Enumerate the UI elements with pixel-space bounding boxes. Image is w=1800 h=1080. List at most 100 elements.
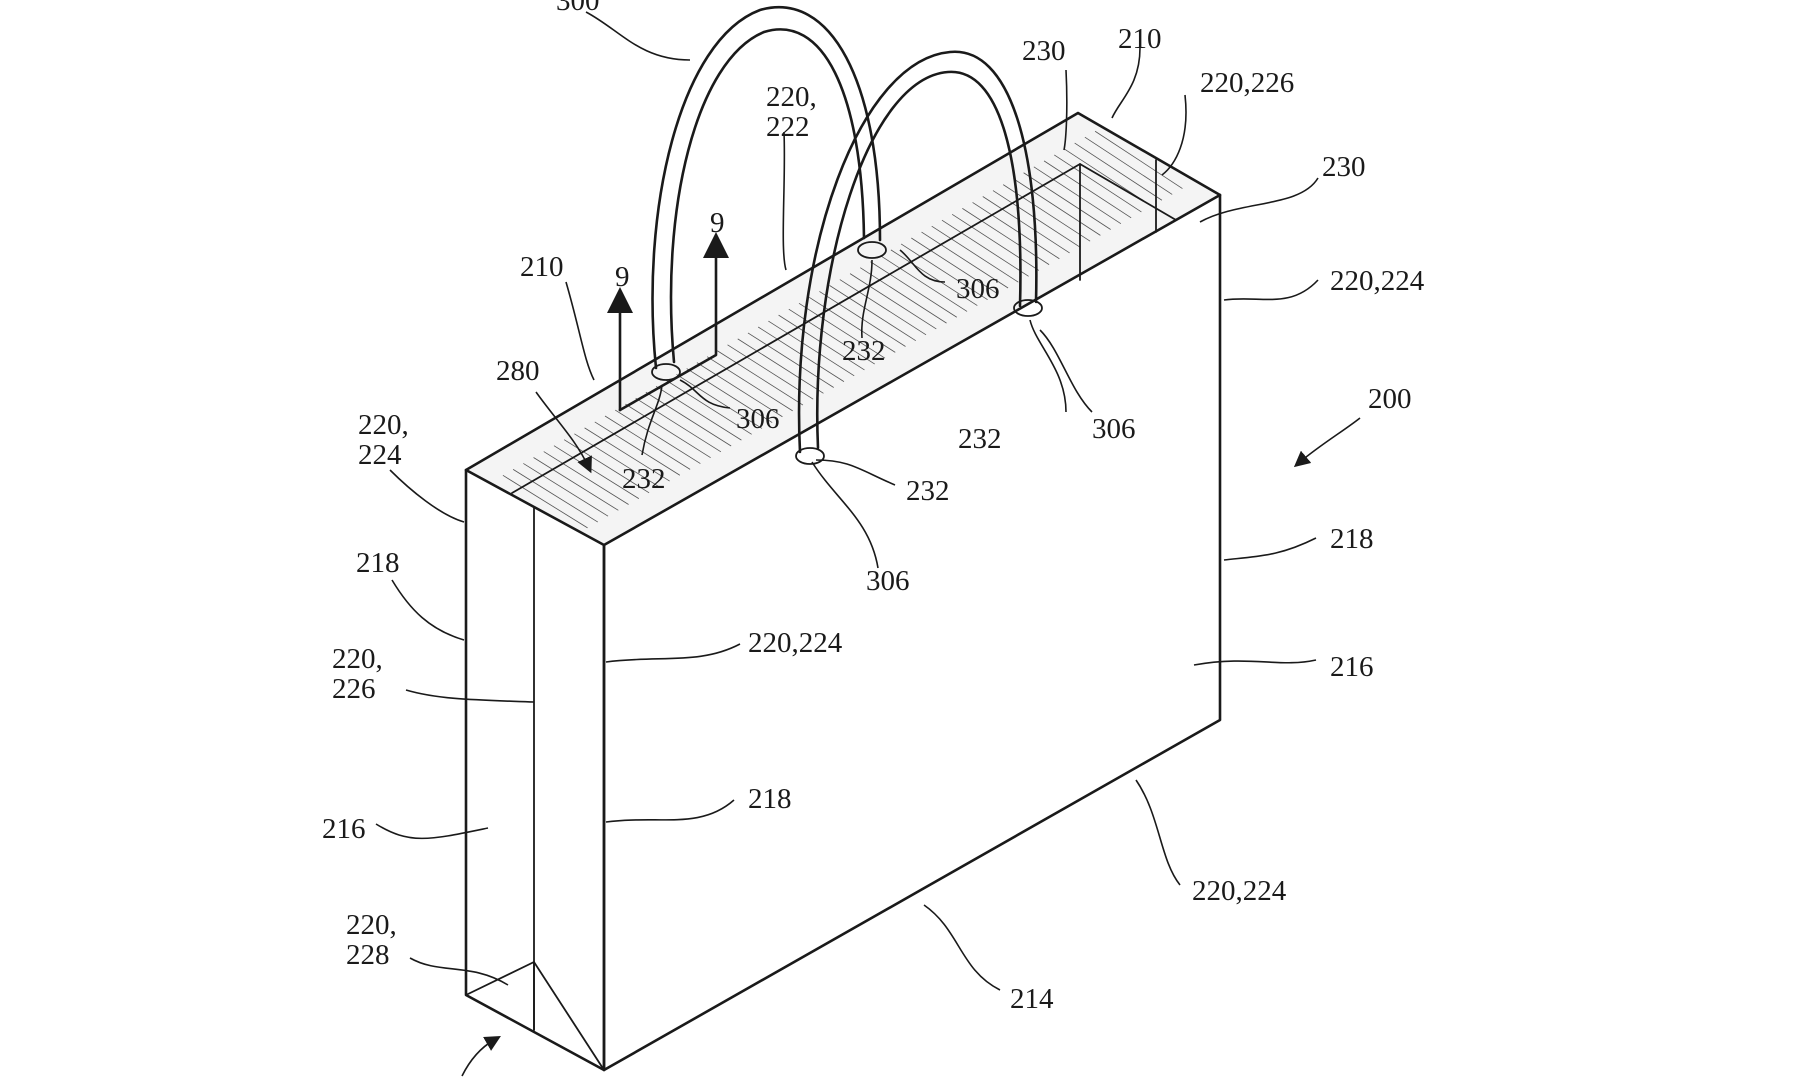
rear-top-edge xyxy=(464,111,1222,472)
rim-hatch-line xyxy=(1074,142,1163,201)
label-306-mid: 306 xyxy=(956,273,1000,305)
bag-body xyxy=(464,111,1222,1072)
reference-labels: 300 230 210 220,226 230 220,224 200 210 … xyxy=(322,0,1425,1015)
rim-hatch-line xyxy=(604,415,691,470)
rim-hatch-line xyxy=(717,350,804,406)
front-handle-inner xyxy=(816,70,1022,450)
rim-hatch-line xyxy=(625,403,711,459)
rim-hatch-line xyxy=(502,474,588,529)
label-232-front: 232 xyxy=(906,475,950,507)
left-side-panel xyxy=(464,468,606,1072)
label-232-right: 232 xyxy=(958,423,1002,455)
rim-hatch-line xyxy=(594,421,681,476)
rim-hatch-line xyxy=(645,391,732,447)
label-214-bottom: 214 xyxy=(1010,983,1054,1015)
label-306-front: 306 xyxy=(866,565,910,597)
rim-hatch-line xyxy=(870,261,958,318)
front-handle-outer xyxy=(797,50,1038,454)
rim-hatch-line xyxy=(921,231,1009,289)
rim-hatch-line xyxy=(829,285,916,342)
label-220-224-bottom: 220,224 xyxy=(1192,875,1287,907)
rim-hatch-line xyxy=(798,302,886,359)
grommet-left-rear xyxy=(651,363,681,381)
rim-hatch-line xyxy=(574,433,660,488)
label-218-front: 218 xyxy=(748,783,792,815)
label-220-224-left: 220,224 xyxy=(358,409,409,471)
rim-hatch-line xyxy=(849,273,937,330)
label-218-left: 218 xyxy=(356,547,400,579)
rim-hatch-line xyxy=(880,255,968,312)
rim-hatch-line xyxy=(1084,136,1173,195)
label-300: 300 xyxy=(556,0,600,17)
rim-hatch-line xyxy=(982,196,1070,254)
label-9-left: 9 xyxy=(615,261,630,293)
rim-hatch-line xyxy=(1013,178,1101,236)
rim-hatch-line xyxy=(553,445,640,499)
label-220-228: 220,228 xyxy=(346,909,397,971)
grommet-right-front xyxy=(1013,299,1043,317)
grommet-left-front xyxy=(795,447,825,465)
top-rim-band xyxy=(466,113,1220,545)
rim-hatch-line xyxy=(931,225,1019,283)
rim-hatch-line xyxy=(666,380,752,435)
rim-hatch-line xyxy=(706,356,793,412)
label-220-222: 220,222 xyxy=(766,81,817,143)
rim-hatch-line xyxy=(972,202,1060,260)
bottom-gusset-fold xyxy=(465,960,605,1071)
rim-hatch-line xyxy=(788,308,875,365)
rim-hatch-line xyxy=(890,249,978,306)
rim-hatch-line xyxy=(911,237,999,295)
rim-hatch-line xyxy=(655,385,742,441)
label-220-226-top: 220,226 xyxy=(1200,67,1294,99)
rim-hatch-line xyxy=(533,457,619,511)
rim-hatch-line xyxy=(543,451,629,505)
label-220-224-front: 220,224 xyxy=(748,627,843,659)
rim-hatch-line xyxy=(992,190,1081,248)
label-218-right: 218 xyxy=(1330,523,1374,555)
rim-hatch-line xyxy=(1054,154,1142,213)
label-220-224-right: 220,224 xyxy=(1330,265,1425,297)
label-232-mid: 232 xyxy=(842,335,886,367)
rim-hatch-line xyxy=(747,332,834,388)
label-306-right: 306 xyxy=(1092,413,1136,445)
label-210-left: 210 xyxy=(520,251,564,283)
rim-hatch-line xyxy=(951,213,1040,271)
rear-handle-outer xyxy=(651,5,882,370)
rim-hatch-line xyxy=(523,463,609,517)
rim-hatch-line xyxy=(1023,172,1111,230)
rim-hatch-line xyxy=(512,469,599,523)
rim-hatch-line xyxy=(737,338,824,394)
grommet-right-rear xyxy=(857,241,887,259)
label-230-right: 230 xyxy=(1322,151,1366,183)
rim-hatch-line xyxy=(962,208,1050,265)
rim-hatch-line xyxy=(1043,160,1132,219)
rim-hatch-line xyxy=(584,427,670,482)
rim-hatch-line xyxy=(676,374,763,429)
rim-hatch-line xyxy=(839,279,927,336)
label-230-front: 230 xyxy=(1022,35,1066,67)
label-9-right: 9 xyxy=(710,207,725,239)
label-280-opening: 280 xyxy=(496,355,540,387)
rim-hatch-line xyxy=(1033,166,1122,224)
rim-hatch-line xyxy=(900,243,988,301)
label-306-left: 306 xyxy=(736,403,780,435)
leader-lines xyxy=(375,11,1319,991)
rim-hatch-line xyxy=(635,397,722,453)
rim-hatch-line xyxy=(860,267,947,324)
rim-hatch-line xyxy=(696,362,783,418)
rim-hatch-line xyxy=(941,219,1029,277)
rim-hatch-line xyxy=(1094,130,1183,189)
handles xyxy=(651,5,1043,465)
label-216-left: 216 xyxy=(322,813,366,845)
label-210-rear: 210 xyxy=(1118,23,1162,55)
label-232-left: 232 xyxy=(622,463,666,495)
section-line-9-9 xyxy=(607,232,729,412)
opening-arrow xyxy=(535,391,592,474)
label-216-right: 216 xyxy=(1330,651,1374,683)
rim-hatch-line xyxy=(768,320,855,377)
label-220-226-left: 220,226 xyxy=(332,643,383,705)
rim-hatching xyxy=(502,130,1183,529)
rear-handle-inner xyxy=(669,28,866,364)
label-200-bag: 200 xyxy=(1368,383,1412,415)
